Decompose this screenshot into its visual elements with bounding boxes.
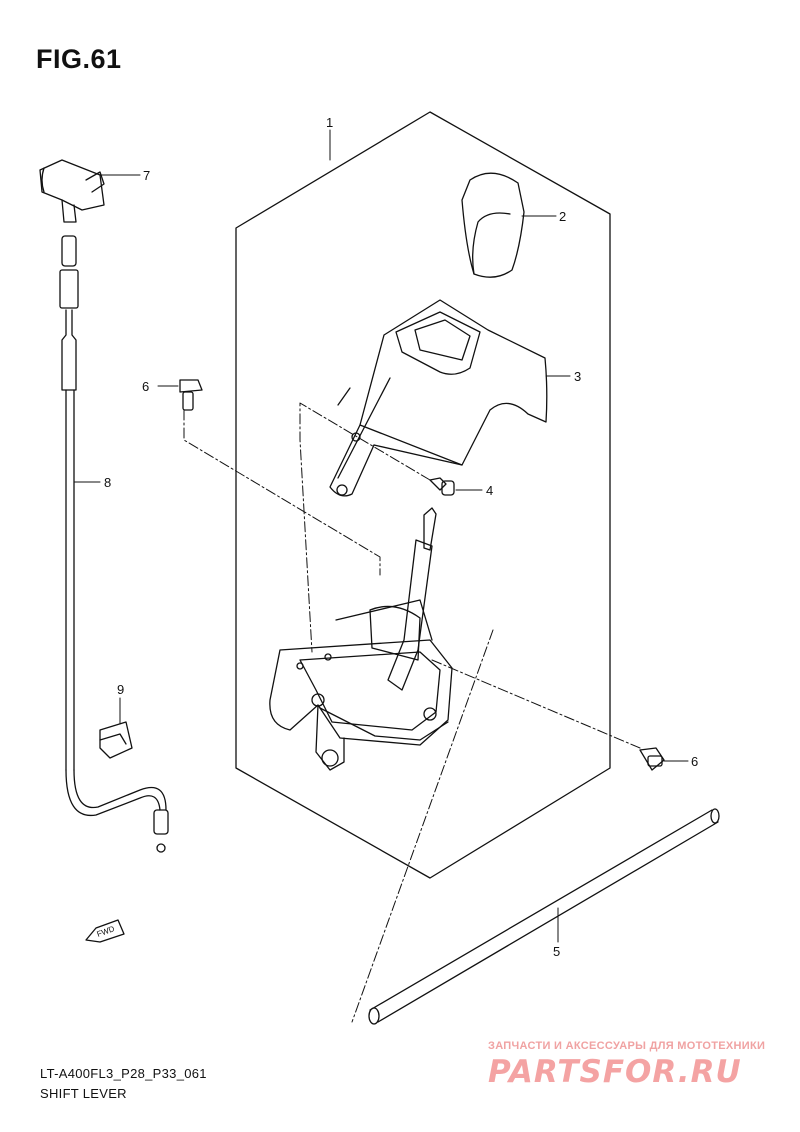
callout-8: 8 (104, 475, 111, 490)
part-2-shift-knob (461, 172, 525, 278)
watermark-logo: PARTSFOR.RU (488, 1054, 742, 1090)
watermark-tagline: ЗАПЧАСТИ И АКСЕССУАРЫ ДЛЯ МОТОТЕХНИКИ (488, 1040, 766, 1052)
part-7-cable-connector (39, 159, 105, 223)
part-4-screw (429, 477, 455, 496)
callout-4: 4 (486, 483, 493, 498)
callout-3: 3 (574, 369, 581, 384)
part-1-shift-lever-assembly (269, 507, 453, 771)
part-3-shift-cover (329, 299, 548, 497)
figure-name: SHIFT LEVER (40, 1086, 127, 1101)
callout-9: 9 (117, 682, 124, 697)
part-8-shift-cable (59, 235, 169, 853)
figure-code: LT-A400FL3_P28_P33_061 (40, 1066, 207, 1081)
assembly-outline (235, 111, 611, 879)
part-5-rod (368, 808, 720, 1025)
callout-5: 5 (553, 944, 560, 959)
callout-6-upper: 6 (142, 379, 149, 394)
callout-2: 2 (559, 209, 566, 224)
callout-6-lower: 6 (691, 754, 698, 769)
part-6-bolt-upper (179, 379, 203, 411)
part-6-bolt-lower (639, 747, 665, 771)
part-9-cable-clip (99, 721, 133, 759)
guide-lines (183, 402, 641, 1023)
figure-title: FIG.61 (36, 44, 122, 74)
fwd-arrow-icon: FWD (85, 919, 125, 943)
callout-7: 7 (143, 168, 150, 183)
leader-lines (73, 129, 689, 943)
callout-1: 1 (326, 115, 333, 130)
